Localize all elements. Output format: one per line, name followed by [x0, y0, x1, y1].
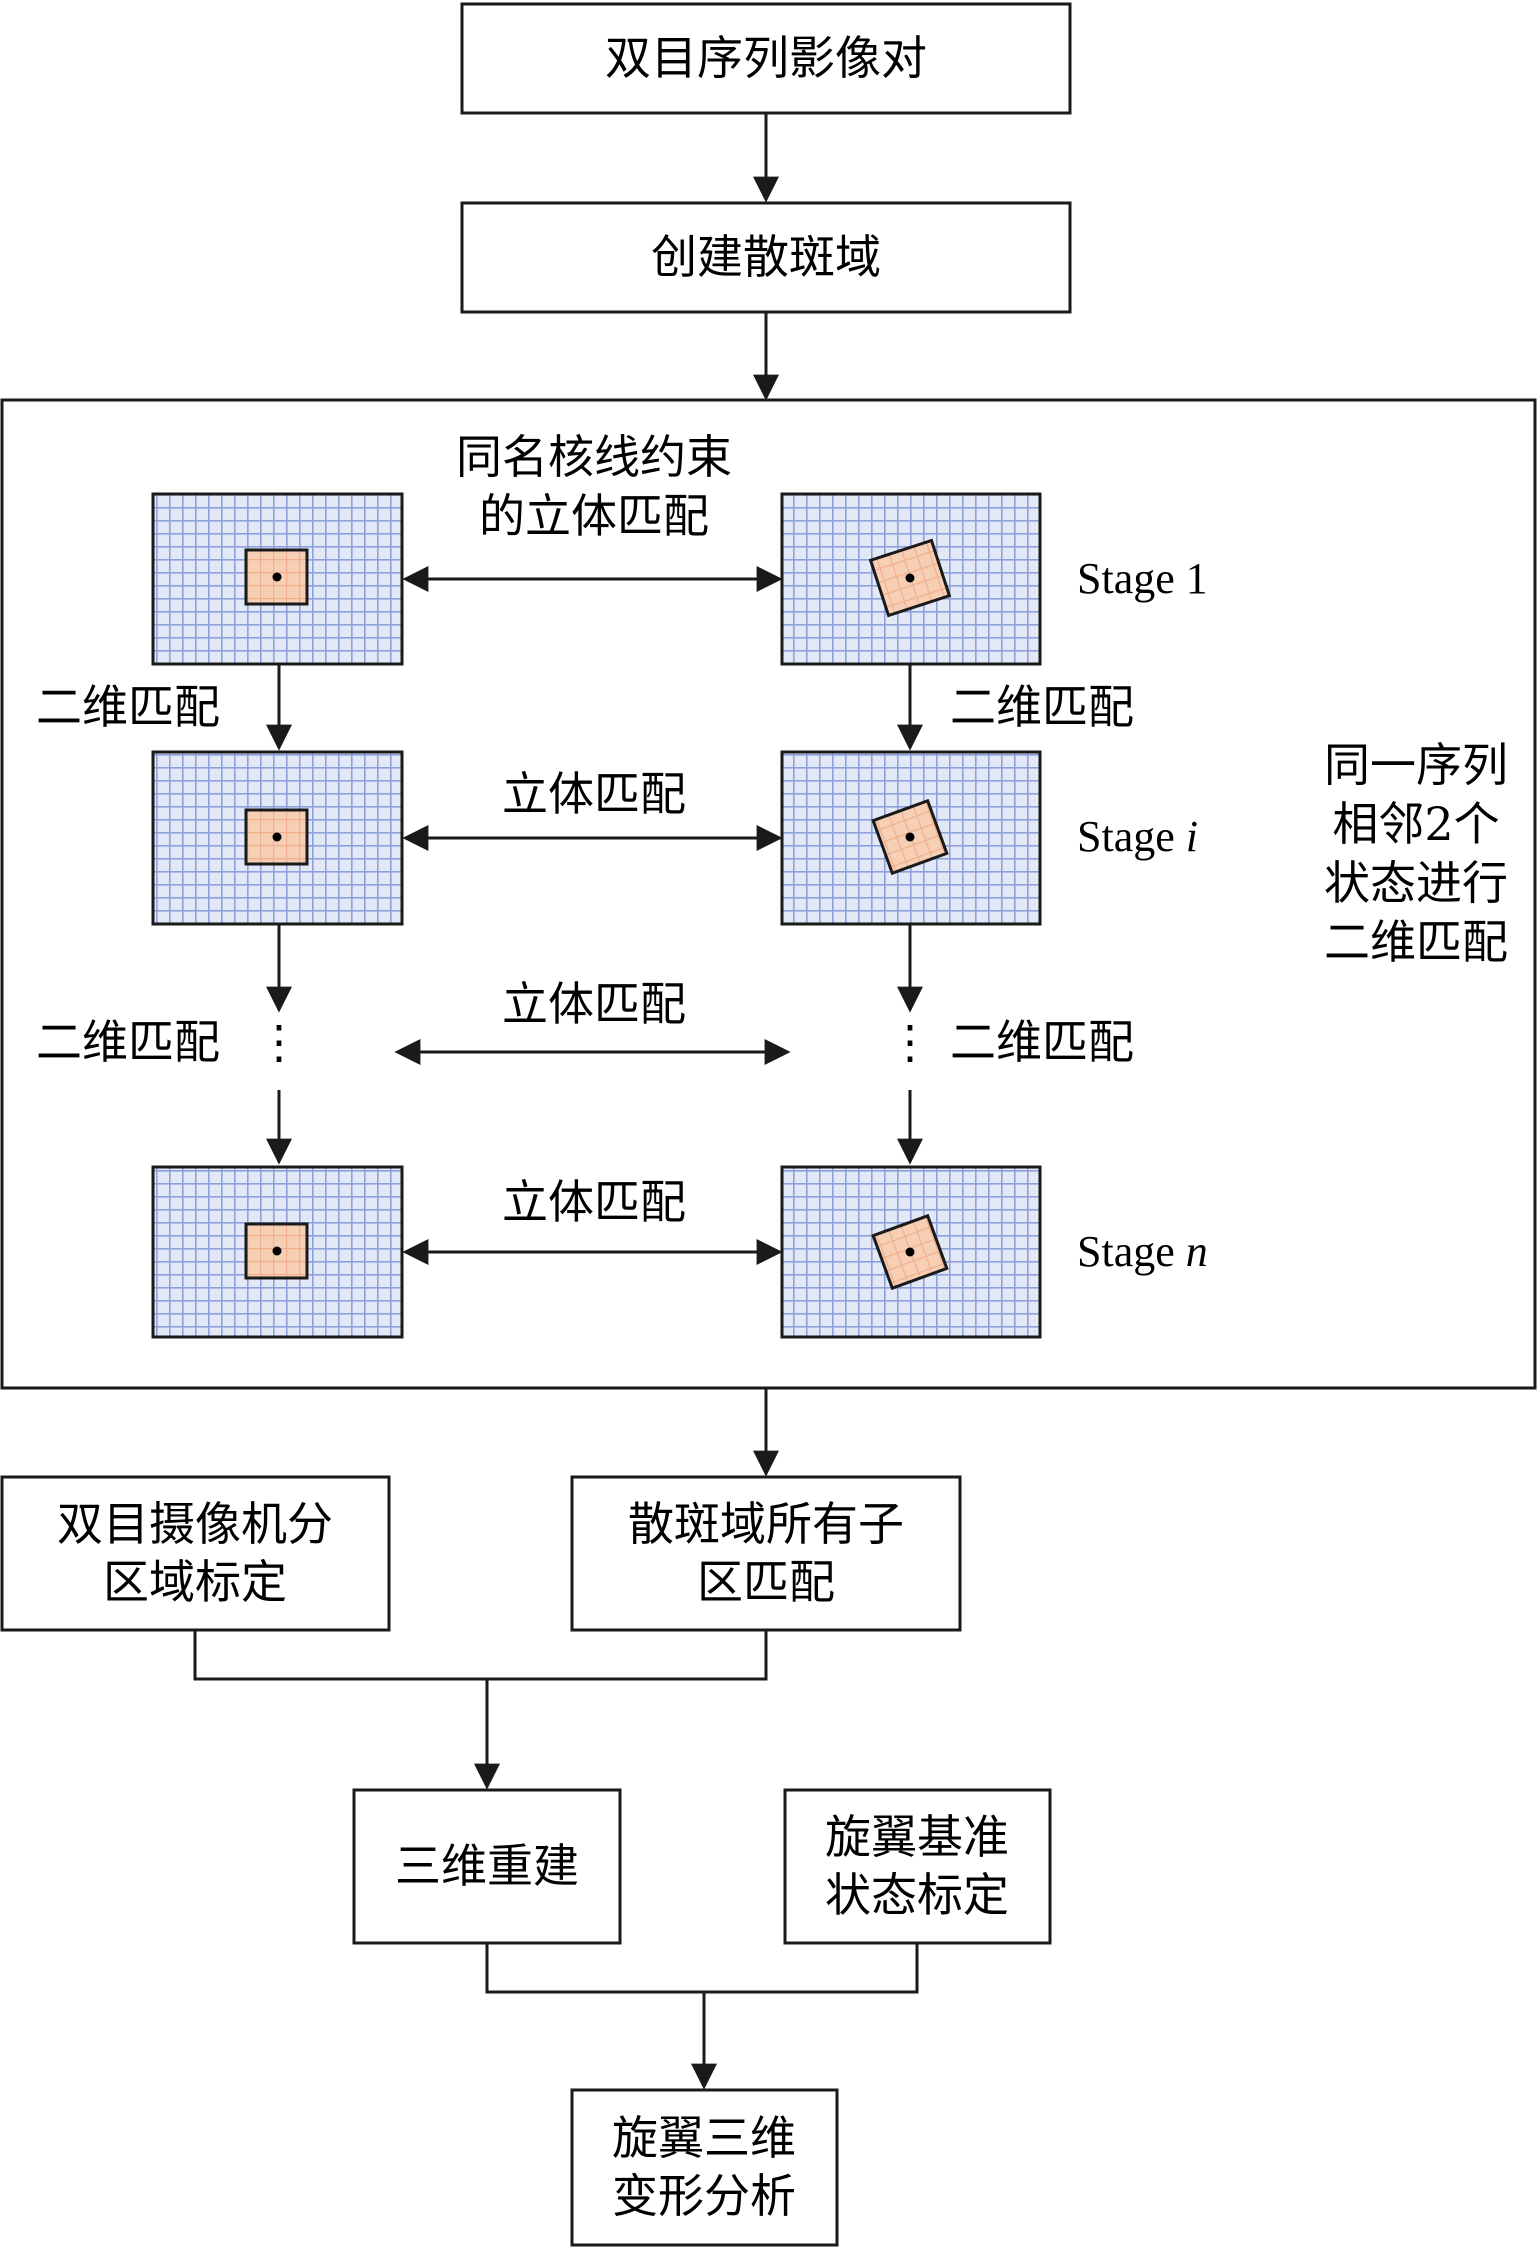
stereo-label-stage-i: 立体匹配	[502, 767, 686, 821]
stereo-label-middle: 立体匹配	[502, 977, 686, 1031]
stage-i-label: Stage i	[1077, 812, 1198, 861]
sequence-note-line-1: 同一序列	[1324, 738, 1508, 792]
speckle-label: 创建散斑域	[651, 230, 881, 284]
stage-i-right-image	[780, 750, 1042, 926]
reconstruction-label: 三维重建	[395, 1839, 579, 1893]
stage-i-index: i	[1186, 812, 1198, 861]
temporal-label-left-1: 二维匹配	[36, 680, 220, 734]
stage-i-left-image	[151, 750, 404, 926]
sequence-note-line-2: 相邻2个	[1332, 797, 1499, 851]
stereo-label-stage-n: 立体匹配	[502, 1175, 686, 1229]
calibration-label-line-1: 双目摄像机分	[57, 1497, 333, 1551]
ellipsis-right: ⋮	[887, 1015, 933, 1069]
matching-panel: 同名核线约束 的立体匹配 Stage 1 二维匹配 二维匹配 立体匹配 Stag…	[0, 398, 1537, 1390]
subregion-node: 散斑域所有子 区匹配	[570, 1475, 962, 1632]
stage-n-index: n	[1186, 1227, 1208, 1276]
epipolar-label-line-1: 同名核线约束	[456, 430, 732, 484]
stage-n-left-image	[151, 1165, 404, 1339]
temporal-label-right-2: 二维匹配	[950, 1015, 1134, 1069]
subregion-label-line-1: 散斑域所有子	[628, 1497, 904, 1551]
analysis-label-line-1: 旋翼三维	[612, 2111, 796, 2165]
sequence-note-line-4: 二维匹配	[1324, 915, 1508, 969]
temporal-label-right-1: 二维匹配	[950, 680, 1134, 734]
reconstruction-node: 三维重建	[352, 1788, 622, 1945]
ellipsis-left: ⋮	[256, 1015, 302, 1069]
connector-reconstruction-reference	[485, 1943, 919, 1994]
calibration-label-line-2: 区域标定	[103, 1555, 287, 1609]
reference-label-line-2: 状态标定	[825, 1868, 1009, 1922]
connector-calibration-subregion	[193, 1630, 768, 1681]
stage-1-index: 1	[1186, 554, 1208, 603]
stage-n-right-image	[780, 1165, 1042, 1339]
input-label: 双目序列影像对	[605, 31, 927, 85]
stage-1-left-image	[151, 492, 404, 666]
temporal-label-left-2: 二维匹配	[36, 1015, 220, 1069]
speckle-node: 创建散斑域	[460, 201, 1072, 314]
subregion-label-line-2: 区匹配	[697, 1555, 835, 1609]
reference-label-line-1: 旋翼基准	[825, 1810, 1009, 1864]
stage-n-label: Stage n	[1077, 1227, 1208, 1276]
stage-1-label: Stage 1	[1077, 554, 1208, 603]
sequence-note-line-3: 状态进行	[1324, 856, 1508, 910]
epipolar-label-line-2: 的立体匹配	[479, 489, 709, 543]
input-node: 双目序列影像对	[460, 2, 1072, 115]
stage-1-right-image	[780, 492, 1042, 666]
analysis-node: 旋翼三维 变形分析	[570, 2088, 839, 2247]
analysis-label-line-2: 变形分析	[612, 2169, 796, 2223]
calibration-node: 双目摄像机分 区域标定	[0, 1475, 391, 1632]
reference-node: 旋翼基准 状态标定	[783, 1788, 1052, 1945]
